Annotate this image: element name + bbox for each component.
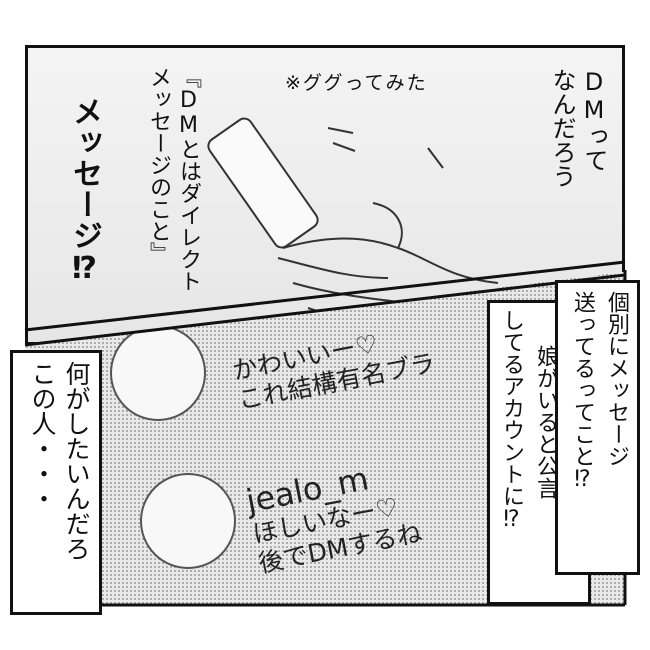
comment-1: かわいいー♡ これ結構有名ブラ — [230, 319, 438, 416]
left-caption-line-1: 何がしたいんだろ — [62, 361, 91, 561]
thought-line-2: なんだろう — [548, 68, 576, 188]
thought-text: DMって なんだろう — [546, 68, 610, 188]
avatar — [140, 473, 236, 569]
right-back-line-2: してるアカウントに⁉ — [499, 309, 524, 532]
right-front-line-1: 個別にメッセージ — [604, 291, 629, 467]
right-front-caption-text: 個別にメッセージ 送ってるってこと⁉ — [565, 291, 633, 492]
googled-note: ※ググってみた — [285, 72, 428, 94]
right-back-line-1: 娘がいると公言 — [533, 345, 558, 499]
right-front-caption: 個別にメッセージ 送ってるってこと⁉ — [555, 280, 640, 575]
definition-line-1: 『DMとはダイレクト — [176, 66, 201, 292]
exclaim-text: メッセージ⁉ — [67, 96, 102, 287]
right-back-caption-text: 娘がいると公言 してるアカウントに⁉ — [494, 309, 562, 609]
left-caption-text: 何がしたいんだろ この人・・・ — [25, 361, 93, 561]
avatar — [110, 325, 206, 421]
thought-line-1: DMって — [580, 68, 608, 172]
left-caption: 何がしたいんだろ この人・・・ — [10, 350, 102, 615]
dm-definition: 『DMとはダイレクト メッセージのこと』 — [143, 66, 203, 326]
comment-2: jealo_m ほしいなー♡ 後でDMするね — [243, 451, 424, 579]
right-front-line-2: 送ってるってこと⁉ — [570, 291, 595, 492]
left-caption-line-2: この人・・・ — [28, 361, 57, 511]
definition-line-2: メッセージのこと』 — [146, 66, 171, 264]
